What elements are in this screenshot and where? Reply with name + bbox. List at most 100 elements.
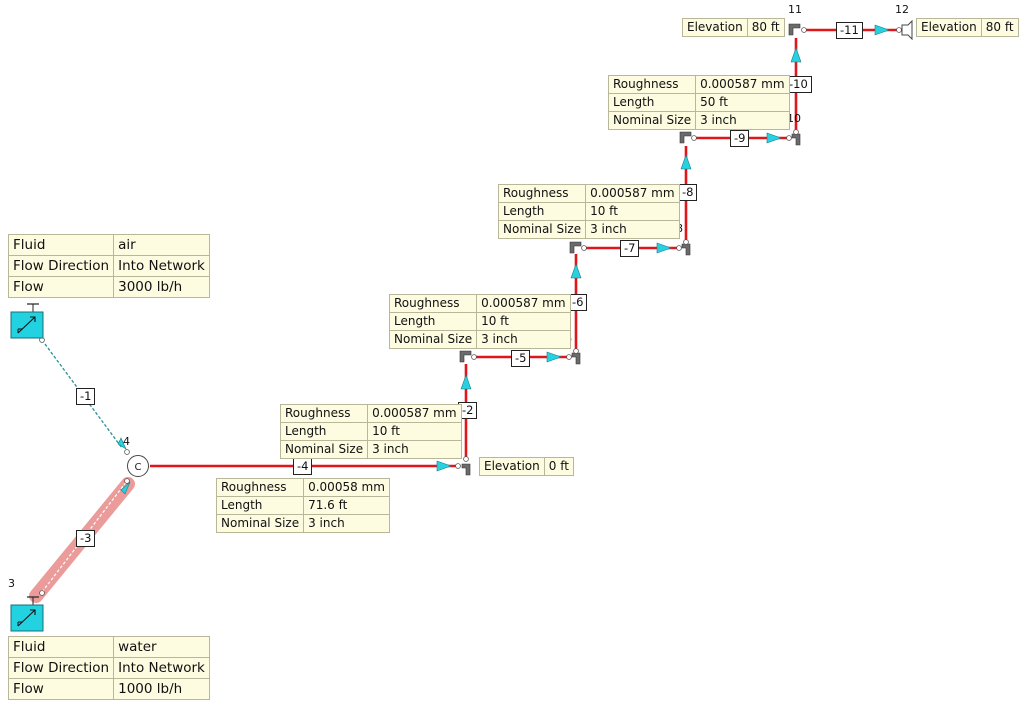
connector-icon xyxy=(581,245,587,251)
elbow-fitting-icon[interactable] xyxy=(569,241,582,254)
property-name: Fluid xyxy=(7,234,115,256)
pipe-label-7[interactable]: -7 xyxy=(620,240,640,257)
property-name: Roughness xyxy=(497,184,587,203)
elbow-fitting-icon[interactable] xyxy=(459,350,472,363)
property-value: 0.000587 mm xyxy=(367,404,462,423)
connector-icon xyxy=(124,449,130,455)
elbow-fitting-icon[interactable] xyxy=(571,352,581,365)
flow-arrow-icon xyxy=(117,437,127,450)
property-name: Elevation xyxy=(479,457,545,476)
junction-label-12: 12 xyxy=(895,3,909,16)
flow-arrow-icon xyxy=(570,263,582,279)
elbow-fitting-icon[interactable] xyxy=(788,23,801,36)
property-value: 3 inch xyxy=(303,514,390,533)
property-name: Flow xyxy=(7,276,115,298)
property-name: Roughness xyxy=(388,294,478,313)
flow-arrow-icon xyxy=(790,47,802,63)
elbow-fitting-icon[interactable] xyxy=(679,131,692,144)
pipe-3[interactable] xyxy=(41,480,128,593)
property-name: Length xyxy=(497,202,587,221)
property-name: Length xyxy=(279,422,369,441)
property-name: Nominal Size xyxy=(497,220,587,239)
property-value: 0.000587 mm xyxy=(476,294,571,313)
flow-arrow-icon xyxy=(874,24,890,36)
pipe-label-11[interactable]: -11 xyxy=(836,22,863,39)
connector-icon xyxy=(786,135,792,141)
outlet-nozzle-icon[interactable] xyxy=(901,19,913,41)
flow-arrow-icon xyxy=(766,132,782,144)
junction-label-10: 10 xyxy=(787,112,801,125)
connector-icon xyxy=(676,245,682,251)
property-name: Roughness xyxy=(279,404,369,423)
property-value: 80 ft xyxy=(980,18,1019,37)
property-name: Length xyxy=(388,312,478,331)
flow-arrow-icon xyxy=(436,460,452,472)
connector-icon xyxy=(896,27,902,33)
connector-icon xyxy=(573,348,579,354)
property-value: 3 inch xyxy=(476,330,571,349)
elbow-fitting-icon[interactable] xyxy=(681,243,691,256)
property-value: 1000 lb/h xyxy=(113,678,210,700)
property-name: Flow Direction xyxy=(7,657,115,679)
property-value: Into Network xyxy=(113,255,210,277)
property-name: Nominal Size xyxy=(279,440,369,459)
connector-icon xyxy=(39,590,45,596)
property-name: Nominal Size xyxy=(388,330,478,349)
property-value: Into Network xyxy=(113,657,210,679)
property-name: Elevation xyxy=(916,18,982,37)
connector-icon xyxy=(471,354,477,360)
property-value: 0.00058 mm xyxy=(303,478,390,497)
mixer-junction-icon[interactable] xyxy=(127,455,149,477)
property-name: Length xyxy=(607,93,697,112)
connector-icon xyxy=(683,239,689,245)
junction-label-11: 11 xyxy=(788,3,802,16)
pipe-label-3[interactable]: -3 xyxy=(76,530,96,547)
pipe-label-1[interactable]: -1 xyxy=(76,388,96,405)
property-name: Roughness xyxy=(607,75,697,94)
pipe-label-9[interactable]: -9 xyxy=(730,130,750,147)
pipe-label-6[interactable]: -6 xyxy=(568,294,588,311)
elbow-fitting-icon[interactable] xyxy=(461,463,471,476)
property-name: Flow xyxy=(7,678,115,700)
flow-arrow-icon xyxy=(546,351,562,363)
connector-icon xyxy=(793,129,799,135)
property-value: 0.000587 mm xyxy=(695,75,790,94)
pipe-label-8[interactable]: -8 xyxy=(678,184,698,201)
mixer-letter: C xyxy=(135,462,142,473)
property-value: air xyxy=(113,234,210,256)
property-name: Elevation xyxy=(682,18,748,37)
pipe-label-4[interactable]: -4 xyxy=(293,458,313,475)
elbow-fitting-icon[interactable] xyxy=(791,133,801,146)
property-value: water xyxy=(113,636,210,658)
water-source-icon[interactable] xyxy=(10,596,44,632)
property-value: 3000 lb/h xyxy=(113,276,210,298)
connector-icon xyxy=(801,27,807,33)
property-value: 80 ft xyxy=(746,18,785,37)
property-value: 3 inch xyxy=(585,220,680,239)
junction-label-4: 4 xyxy=(123,435,130,448)
pipe-label-5[interactable]: -5 xyxy=(511,350,531,367)
connector-icon xyxy=(455,463,461,469)
connector-icon xyxy=(463,456,469,462)
connector-icon xyxy=(124,478,130,484)
property-name: Nominal Size xyxy=(215,514,305,533)
property-value: 3 inch xyxy=(367,440,462,459)
junction-label-3: 3 xyxy=(8,577,15,590)
air-source-icon[interactable] xyxy=(10,303,44,339)
property-name: Roughness xyxy=(215,478,305,497)
property-value: 50 ft xyxy=(695,93,790,112)
flow-arrow-icon xyxy=(680,154,692,170)
flow-arrow-icon xyxy=(656,242,672,254)
property-value: 71.6 ft xyxy=(303,496,390,515)
flow-arrow-icon xyxy=(460,374,472,390)
